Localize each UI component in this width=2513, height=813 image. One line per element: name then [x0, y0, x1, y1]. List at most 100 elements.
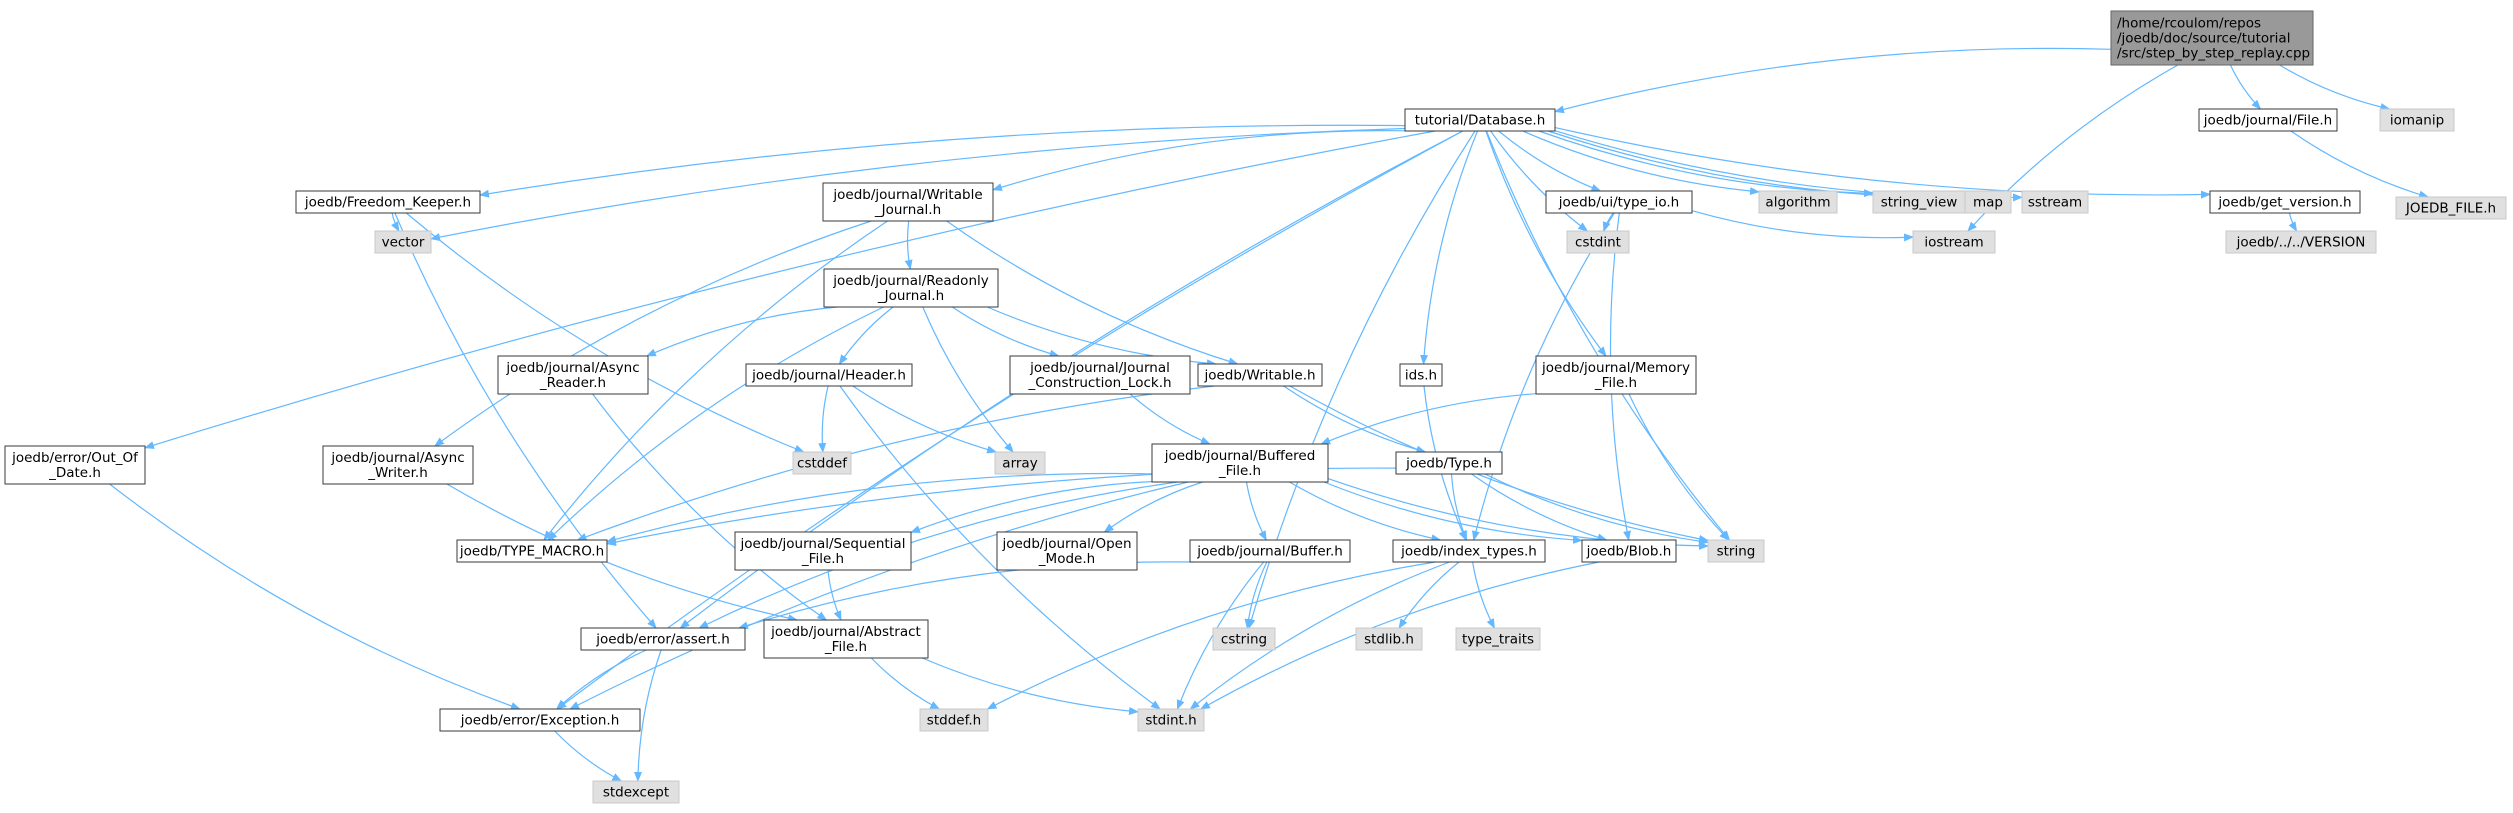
node-label: stdexcept [603, 785, 669, 801]
node-label: stdint.h [1145, 713, 1196, 729]
node-open_mode[interactable]: joedb/journal/Open_Mode.h [996, 531, 1138, 571]
node-assert[interactable]: joedb/error/assert.h [580, 627, 746, 651]
node-label: joedb/journal/Readonly [832, 273, 989, 289]
edge-root-to-journal_file [2229, 64, 2262, 110]
edge-readonly_journal-to-type_macro [547, 306, 884, 541]
edge-memory_file-to-buffered_file [1320, 393, 1537, 445]
node-async_reader[interactable]: joedb/journal/Async_Reader.h [497, 355, 649, 395]
node-readonly_journal[interactable]: joedb/journal/Readonly_Journal.h [823, 268, 999, 308]
node-sequential_file[interactable]: joedb/journal/Sequential_File.h [734, 531, 912, 571]
node-box [1399, 363, 1443, 387]
edge-root-to-iomanip [2279, 64, 2391, 111]
node-index_types[interactable]: joedb/index_types.h [1392, 539, 1546, 563]
node-buffer[interactable]: joedb/journal/Buffer.h [1189, 539, 1351, 563]
edge-database-to-writable_journal [992, 130, 1406, 191]
node-label: _Journal.h [874, 202, 941, 218]
node-label: stdlib.h [1364, 632, 1414, 648]
node-label: joedb/journal/Open [1001, 536, 1131, 552]
edge-get_version-to-version [2288, 212, 2298, 232]
node-label: joedb/../../VERSION [2236, 235, 2366, 251]
node-memory_file[interactable]: joedb/journal/Memory_File.h [1535, 355, 1697, 395]
node-database[interactable]: tutorial/Database.h [1404, 108, 1556, 132]
node-abstract_file[interactable]: joedb/journal/Abstract_File.h [763, 619, 929, 659]
node-string_view: string_view [1872, 190, 1966, 214]
node-label: joedb/journal/File.h [2203, 113, 2332, 129]
edge-index_types-to-stddef [986, 561, 1436, 710]
edge-writable-to-type_macro [576, 385, 1215, 541]
node-header[interactable]: joedb/journal/Header.h [745, 363, 913, 387]
edge-assert-to-stdexcept [634, 649, 662, 782]
edge-writable-to-type_h [1283, 385, 1427, 454]
node-box [2021, 190, 2089, 214]
node-box [734, 531, 912, 571]
node-label: _Reader.h [539, 375, 606, 391]
edge-buffered_file-to-exception [569, 481, 1189, 710]
edge-index_types-to-stdint [1189, 561, 1450, 710]
node-type_h[interactable]: joedb/Type.h [1395, 451, 1503, 475]
node-label: joedb/Freedom_Keeper.h [304, 195, 471, 211]
node-box [1545, 190, 1693, 214]
node-async_writer[interactable]: joedb/journal/Async_Writer.h [322, 445, 474, 485]
node-exception[interactable]: joedb/error/Exception.h [439, 708, 641, 732]
node-type_traits: type_traits [1455, 627, 1541, 651]
node-stdexcept: stdexcept [592, 780, 680, 804]
node-type_io[interactable]: joedb/ui/type_io.h [1545, 190, 1693, 214]
node-freedom_keeper[interactable]: joedb/Freedom_Keeper.h [295, 190, 481, 214]
node-label: joedb/journal/Async [330, 450, 464, 466]
node-writable[interactable]: joedb/Writable.h [1197, 363, 1323, 387]
node-get_version[interactable]: joedb/get_version.h [2209, 190, 2361, 214]
edge-database-to-string [1485, 130, 1731, 541]
node-label: _File.h [801, 551, 844, 567]
node-box [1392, 539, 1546, 563]
node-box [1151, 443, 1329, 483]
node-label: joedb/journal/Buffer.h [1196, 544, 1343, 560]
edge-type_h-to-index_types [1450, 473, 1468, 541]
node-construction_lock[interactable]: joedb/journal/Journal_Construction_Lock.… [1009, 355, 1191, 395]
node-writable_journal[interactable]: joedb/journal/Writable_Journal.h [822, 182, 994, 222]
nodes-layer: /home/rcoulom/repos/joedb/doc/source/tut… [4, 10, 2507, 804]
edges-layer [109, 47, 2430, 782]
node-label: joedb/journal/Sequential [740, 536, 906, 552]
node-label: joedb/journal/Writable [832, 187, 982, 203]
node-type_macro[interactable]: joedb/TYPE_MACRO.h [456, 539, 608, 563]
node-box [1212, 627, 1276, 651]
node-label: stddef.h [927, 713, 981, 729]
edge-buffered_file-to-sequential_file [910, 481, 1153, 533]
node-box [456, 539, 608, 563]
node-cstddef: cstddef [792, 451, 852, 475]
edge-index_types-to-type_traits [1472, 561, 1495, 629]
node-label: /home/rcoulom/repos [2117, 16, 2261, 32]
edge-assert-to-exception [555, 649, 647, 710]
node-label: array [1002, 456, 1037, 472]
edge-readonly_journal-to-async_reader [645, 306, 838, 357]
edge-writable_journal-to-async_writer [433, 220, 872, 447]
node-out_of_date[interactable]: joedb/error/Out_Of_Date.h [4, 445, 146, 485]
node-joedb_file_h: JOEDB_FILE.h [2395, 196, 2507, 220]
edge-abstract_file-to-stdint [921, 657, 1139, 716]
node-label: iomanip [2390, 113, 2444, 129]
node-box [1404, 108, 1556, 132]
node-cstring: cstring [1212, 627, 1276, 651]
node-box [1535, 355, 1697, 395]
edge-type_h-to-string [1484, 473, 1709, 546]
node-blob[interactable]: joedb/Blob.h [1581, 539, 1677, 563]
node-buffered_file[interactable]: joedb/journal/Buffered_File.h [1151, 443, 1329, 483]
node-array: array [994, 451, 1046, 475]
node-label: iostream [1924, 235, 1983, 251]
node-label: _File.h [824, 639, 867, 655]
node-label: sstream [2028, 195, 2082, 211]
edge-header-to-cstddef [818, 385, 829, 453]
edge-exception-to-stdexcept [554, 730, 623, 782]
node-box [823, 268, 999, 308]
edge-database-to-out_of_date [144, 130, 1436, 449]
edge-buffered_file-to-open_mode [1103, 481, 1203, 533]
node-journal_file[interactable]: joedb/journal/File.h [2198, 108, 2338, 132]
node-label: cstdint [1575, 235, 1621, 251]
node-ids[interactable]: ids.h [1399, 363, 1443, 387]
node-label: joedb/ui/type_io.h [1558, 195, 1679, 211]
node-label: _Journal.h [877, 288, 944, 304]
edge-freedom_keeper-to-cstddef [405, 212, 805, 453]
node-label: _File.h [1594, 375, 1637, 391]
edge-memory_file-to-string [1628, 393, 1730, 541]
